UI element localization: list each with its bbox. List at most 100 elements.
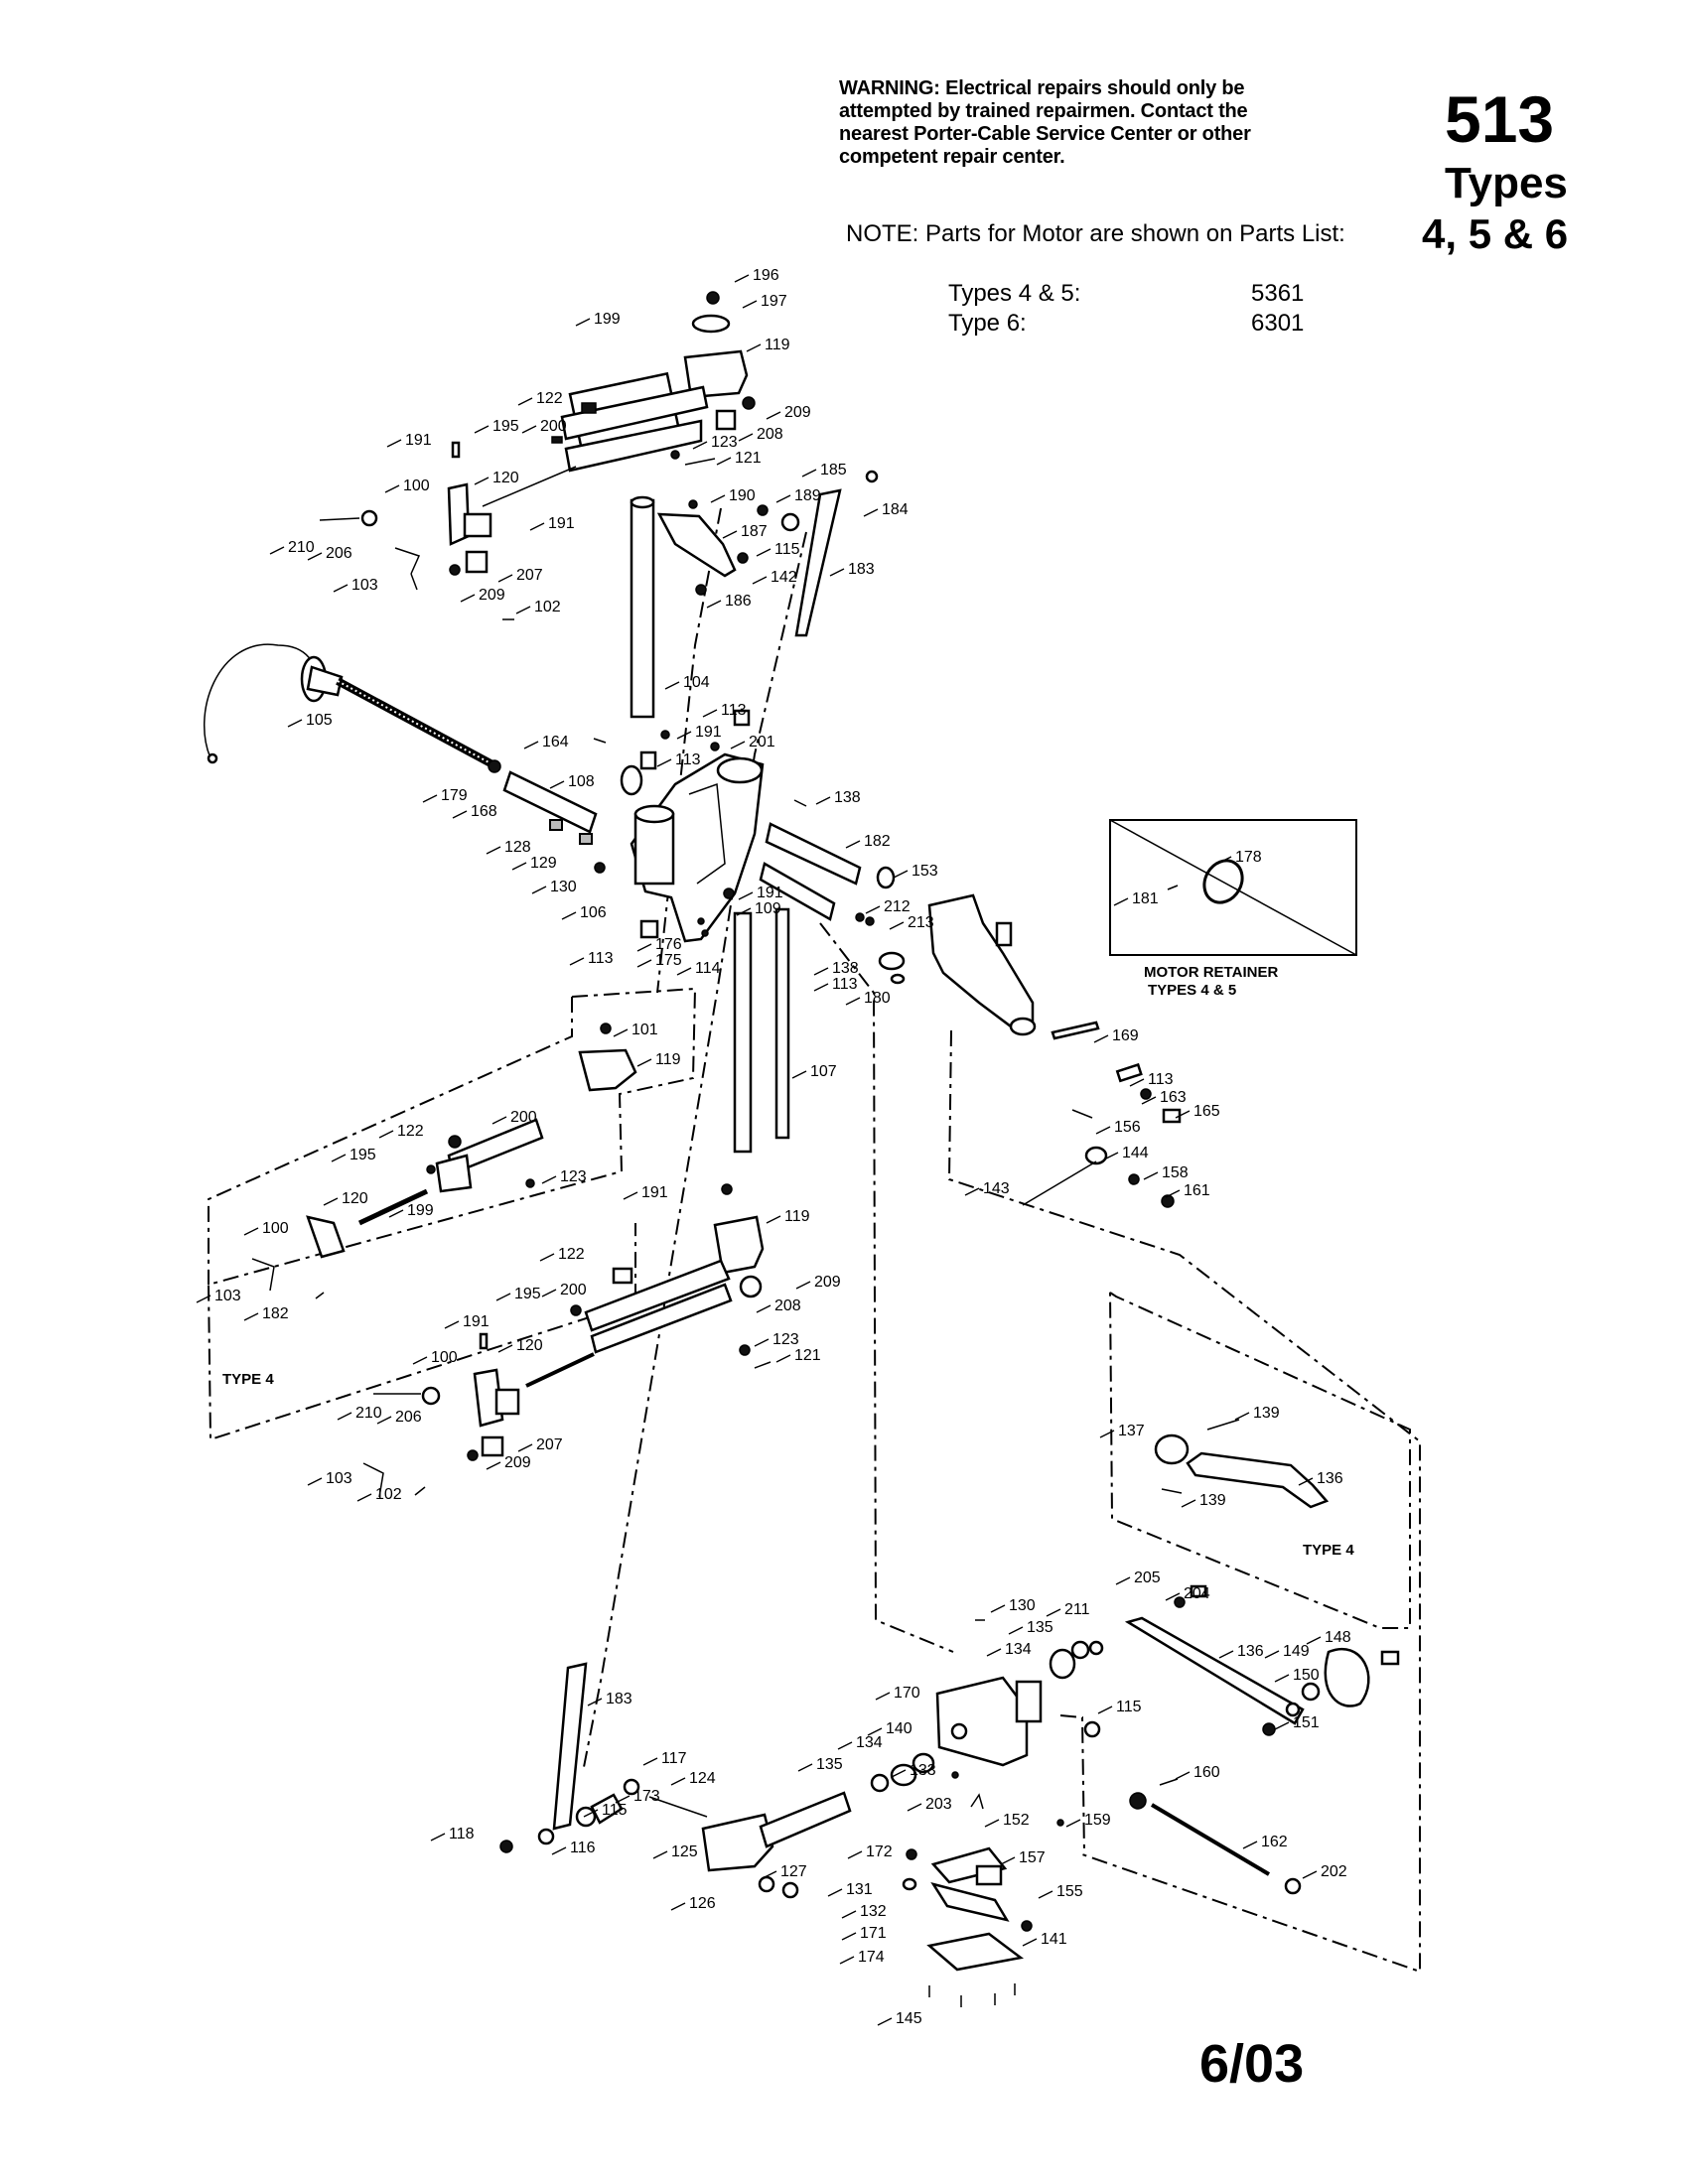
leader-line [738,891,754,900]
part-number-210: 210 [355,1405,382,1422]
part-number-207: 207 [536,1436,563,1453]
part-number-176: 176 [655,936,682,953]
leader-line [521,425,537,434]
part-number-187: 187 [741,523,768,540]
part-number-138: 138 [832,960,859,977]
part-number-152: 152 [1003,1812,1030,1829]
leader-line [1046,1608,1061,1617]
leader-line [797,1763,813,1772]
part-number-119: 119 [655,1051,681,1068]
part-number-135: 135 [1027,1619,1053,1636]
part-number-136: 136 [1237,1643,1264,1660]
part-number-123: 123 [772,1331,799,1348]
leader-line [486,846,501,855]
part-number-173: 173 [633,1788,660,1805]
leader-line [378,1130,394,1139]
leader-line [865,905,881,914]
leader-line [1302,1870,1318,1879]
part-number-118: 118 [449,1826,475,1843]
part-number-134: 134 [1005,1641,1032,1658]
leader-line [1065,1819,1081,1828]
leader-line [841,1910,857,1919]
leader-line [517,1443,533,1452]
leader-line [1141,1096,1157,1105]
leader-line [1218,1650,1234,1659]
leader-line [815,796,831,805]
part-number-209: 209 [504,1454,531,1471]
part-number-102: 102 [534,599,561,615]
type4-left-label: TYPE 4 [222,1371,274,1388]
leader-line [575,318,591,327]
leader-line [388,1209,404,1218]
part-number-125: 125 [671,1843,698,1860]
leader-line [1103,1152,1119,1160]
type4-left-box-outline [207,987,697,1441]
leader-line [474,425,490,434]
part-number-155: 155 [1056,1883,1083,1900]
leader-line [1274,1721,1290,1730]
part-number-208: 208 [757,426,783,443]
part-number-200: 200 [560,1282,587,1298]
leader-line [376,1416,392,1425]
part-number-213: 213 [908,914,934,931]
part-number-174: 174 [858,1949,885,1966]
part-number-160: 160 [1193,1764,1220,1781]
part-number-100: 100 [403,478,430,494]
part-number-196: 196 [753,267,779,284]
part-number-210: 210 [288,539,315,556]
leader-line [497,1344,513,1353]
motor-list-number: 6301 [1251,310,1305,337]
leader-line [623,1191,638,1200]
part-number-191: 191 [548,515,575,532]
leader-line [986,1648,1002,1657]
part-number-144: 144 [1122,1145,1149,1161]
leader-line [845,840,861,849]
part-number-182: 182 [262,1305,289,1322]
leader-line [539,1253,555,1262]
part-number-128: 128 [504,839,531,856]
leader-line [549,780,565,789]
leader-line [1099,1430,1115,1438]
leader-line [877,2017,893,2026]
leader-line [702,709,718,718]
leader-line [1093,1034,1109,1043]
part-number-181: 181 [1132,890,1159,907]
leader-line [511,862,527,871]
leader-line [541,1175,557,1184]
part-number-113: 113 [675,751,701,768]
leader-line [1113,897,1129,906]
part-number-113: 113 [588,950,614,967]
leader-line [587,1698,603,1706]
alignment-line [583,531,807,1768]
part-number-180: 180 [864,990,891,1007]
leader-line [307,552,323,561]
leader-line [734,274,750,283]
part-number-117: 117 [661,1750,687,1767]
part-number-191: 191 [757,885,783,901]
part-number-129: 129 [530,855,557,872]
leader-line [766,411,781,420]
leader-line [583,1809,599,1818]
part-number-102: 102 [375,1486,402,1503]
leader-line [841,1932,857,1941]
leader-line [837,1741,853,1750]
leader-line [1008,1626,1024,1635]
leader-line [636,959,652,968]
part-number-115: 115 [602,1802,628,1819]
part-number-206: 206 [326,545,352,562]
part-number-209: 209 [814,1274,841,1291]
part-number-209: 209 [479,587,505,604]
part-number-132: 132 [860,1903,887,1920]
leader-line [1175,1771,1191,1780]
leader-line [664,681,680,690]
part-number-182: 182 [864,833,891,850]
leader-line [460,594,476,603]
part-number-189: 189 [794,487,821,504]
part-number-200: 200 [540,418,567,435]
leader-line [875,1692,891,1701]
leader-line [795,1281,811,1290]
motor-retainer-box-outline [1109,819,1357,956]
leader-line [561,911,577,920]
leader-line [531,886,547,894]
part-number-203: 203 [925,1796,952,1813]
